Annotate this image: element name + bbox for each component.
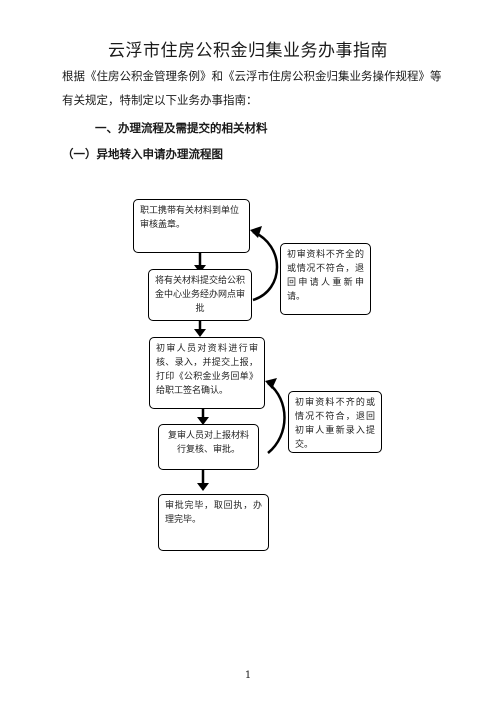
flow-note-2-text: 初审资料不齐的或情况不符合，退回初审人重新录入提交。 <box>295 398 375 450</box>
flow-step-1: 职工携带有关材料到单位审核盖章。 <box>133 199 250 253</box>
flow-step-5-text: 审批完毕，取回执，办理完毕。 <box>165 501 262 525</box>
flow-step-3: 初审人员对资料进行审核、录入，并提交上报，打印《公积金业务回单》给职工签名确认。 <box>149 337 265 409</box>
page-number: 1 <box>244 670 252 681</box>
flow-step-4-text: 复审人员对上报材料行复核、审批。 <box>167 431 249 455</box>
subsection-heading: （一）异地转入申请办理流程图 <box>62 147 223 161</box>
arrow-down-3-head <box>197 417 209 425</box>
flow-step-3-text: 初审人员对资料进行审核、录入，并提交上报，打印《公积金业务回单》给职工签名确认。 <box>156 344 258 396</box>
flow-note-2: 初审资料不齐的或情况不符合，退回初审人重新录入提交。 <box>288 391 382 453</box>
document-title: 云浮市住房公积金归集业务办事指南 <box>108 41 388 61</box>
flow-step-5: 审批完毕，取回执，办理完毕。 <box>158 494 269 551</box>
return-arrow-1 <box>252 230 279 302</box>
return-arrow-1-head <box>250 226 262 238</box>
return-arrow-2 <box>267 382 286 454</box>
flow-step-4: 复审人员对上报材料行复核、审批。 <box>158 424 259 470</box>
flow-step-1-text: 职工携带有关材料到单位审核盖章。 <box>140 206 240 230</box>
arrow-down-2-head <box>194 329 206 337</box>
flow-step-2-text: 将有关材料提交给公积金中心业务经办网点审批 <box>155 276 246 314</box>
intro-paragraph: 根据《住房公积金管理条例》和《云浮市住房公积金归集业务操作规程》等有关规定，特制… <box>62 69 442 107</box>
return-arrow-2-head <box>265 378 277 389</box>
arrow-down-4-head <box>197 483 209 491</box>
section-heading: 一、办理流程及需提交的相关材料 <box>95 121 268 135</box>
flow-note-1-text: 初审资料不齐全的或情况不符合，退回申请人重新申请。 <box>287 250 364 302</box>
flow-step-2: 将有关材料提交给公积金中心业务经办网点审批 <box>148 269 252 321</box>
flow-note-1: 初审资料不齐全的或情况不符合，退回申请人重新申请。 <box>280 243 371 315</box>
